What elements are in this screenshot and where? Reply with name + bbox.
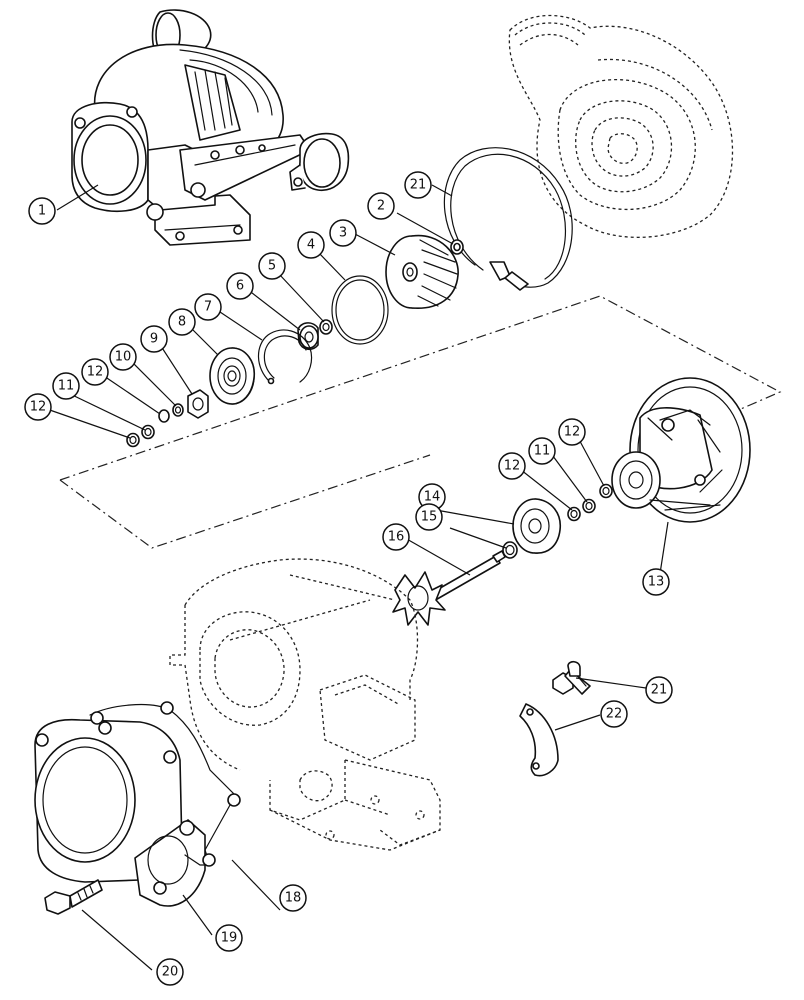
callout-15: 15 [415,503,443,531]
callout-14: 14 [418,483,446,511]
nut-small [450,239,464,255]
svg-text:21: 21 [651,683,668,698]
outlet-elbow [34,718,206,907]
svg-text:10: 10 [115,350,132,365]
callout-20: 20 [156,958,184,986]
snap-ring-large [443,147,573,291]
svg-text:9: 9 [150,332,158,347]
callout-3: 3 [329,219,357,247]
callout-12-right-b: 12 [498,452,526,480]
thrust-bearing [187,389,209,419]
leader-lines [43,184,669,971]
callout-8: 8 [168,308,196,336]
svg-text:6: 6 [236,279,244,294]
retaining-ring [257,329,313,385]
svg-text:12: 12 [87,365,104,380]
callout-21-right: 21 [645,676,673,704]
svg-text:2: 2 [377,199,385,214]
clamp-plate [519,703,559,777]
seal-insert [209,347,256,405]
gasket [89,701,241,867]
callout-10: 10 [109,343,137,371]
small-rings-left-group [126,403,184,448]
callout-21-top: 21 [404,171,432,199]
callout-22: 22 [600,700,628,728]
callout-11-right: 11 [528,437,556,465]
turbine-shaft-wheel [392,550,506,626]
callout-19: 19 [215,924,243,952]
small-rings-right-group [567,483,613,522]
svg-text:1: 1 [38,204,46,219]
callout-5: 5 [258,252,286,280]
callout-6: 6 [226,272,254,300]
callout-12-left-b: 12 [24,393,52,421]
callout-16: 16 [382,523,410,551]
svg-text:8: 8 [178,315,186,330]
callout-7: 7 [194,293,222,321]
callout-12-right-a: 12 [558,418,586,446]
callout-4: 4 [297,231,325,259]
o-ring-large [331,275,389,345]
callout-13: 13 [642,568,670,596]
compressor-housing-outline [508,14,734,238]
turbocharger-assembly [71,9,350,246]
svg-text:12: 12 [504,459,521,474]
screw-21 [552,660,591,695]
callout-2: 2 [367,192,395,220]
svg-text:5: 5 [268,259,276,274]
svg-text:16: 16 [388,530,405,545]
callout-markers: 1 2 3 4 5 6 7 8 9 10 11 12 12 11 12 12 1… [24,171,673,986]
turbine-seal-plate [512,498,561,554]
svg-text:13: 13 [648,575,665,590]
turbine-housing-outline [169,558,441,851]
svg-text:14: 14 [424,490,441,505]
assembly-group-boundary [59,295,782,549]
svg-text:12: 12 [30,400,47,415]
callout-1: 1 [28,197,56,225]
svg-text:18: 18 [285,891,302,906]
svg-text:20: 20 [162,965,179,980]
bolt-20 [44,879,103,915]
svg-text:3: 3 [339,226,347,241]
ring-small-5 [319,319,333,335]
compressor-wheel [385,234,459,309]
thrust-collar [297,322,319,351]
piston-ring-15 [502,541,518,559]
svg-text:15: 15 [421,510,438,525]
svg-text:12: 12 [564,425,581,440]
svg-text:21: 21 [410,178,427,193]
svg-text:11: 11 [58,379,75,394]
callout-18: 18 [279,884,307,912]
svg-text:11: 11 [534,444,551,459]
bearing-housing [611,377,751,523]
svg-text:7: 7 [204,300,212,315]
callout-11-left: 11 [52,372,80,400]
svg-text:22: 22 [606,707,623,722]
svg-text:4: 4 [307,238,315,253]
svg-text:19: 19 [221,931,238,946]
callout-12-left-a: 12 [81,358,109,386]
callout-9: 9 [140,325,168,353]
